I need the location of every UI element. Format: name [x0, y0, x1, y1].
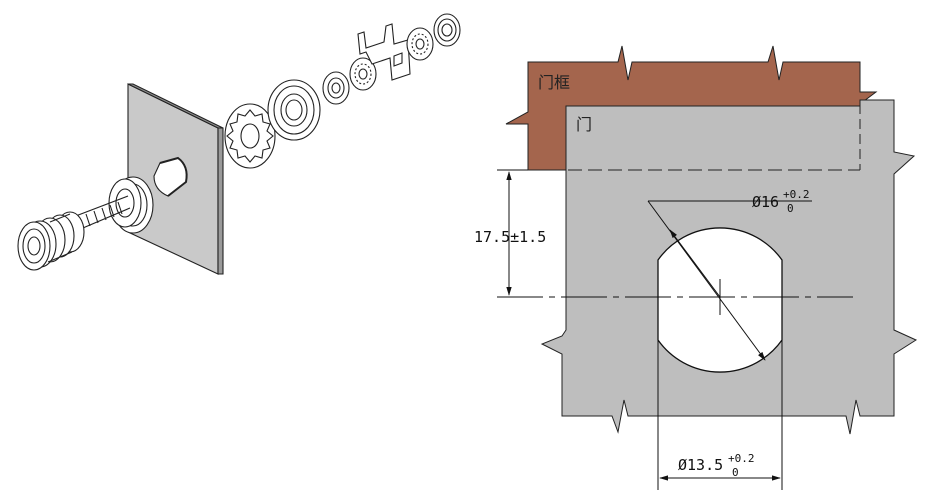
hex-nut-small [322, 71, 350, 105]
washer-rear [406, 27, 434, 61]
width-tolerance-lower: 0 [732, 466, 739, 479]
door-plate [127, 83, 224, 275]
door-label: 门 [576, 115, 592, 134]
width-tolerance-upper: +0.2 [728, 452, 755, 465]
lock-washer-large [224, 103, 276, 169]
diameter-leader [647, 200, 766, 361]
height-dimension-text: 17.5±1.5 [474, 228, 546, 246]
cutout-drawing: 门框 门 17.5±1.5 Ø16 +0.2 0 Ø13.5 +0.2 0 [474, 45, 918, 490]
frame-label: 门框 [538, 73, 570, 92]
width-dimension-text: Ø13.5 [678, 456, 723, 474]
diameter-dimension-text: Ø16 [752, 193, 779, 211]
hex-nut-end [433, 13, 461, 47]
hex-nut-large [267, 79, 321, 141]
lock-washer-small [349, 57, 377, 91]
diameter-tolerance-upper: +0.2 [783, 188, 810, 201]
diameter-leader-arrow-2 [669, 229, 721, 298]
knurled-knob [17, 211, 85, 271]
exploded-assembly-view [17, 13, 461, 275]
diameter-tolerance-lower: 0 [787, 202, 794, 215]
front-bezel [108, 176, 154, 234]
